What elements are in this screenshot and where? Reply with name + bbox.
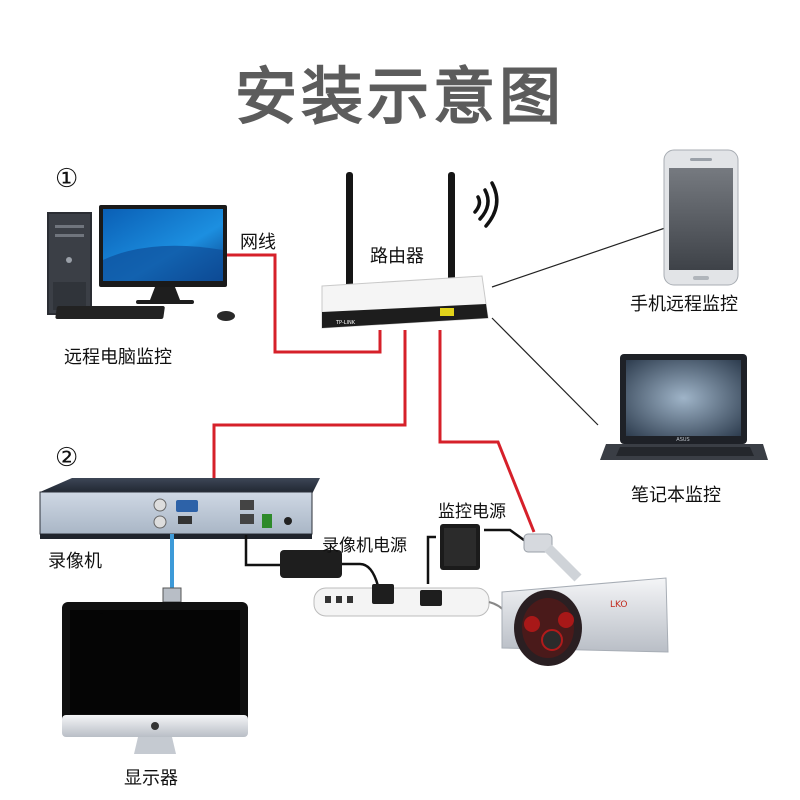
dvr-icon: [39, 478, 320, 539]
camera-power-supply-icon: [426, 524, 536, 584]
power-strip-icon: [313, 584, 506, 617]
vga-cable: [162, 534, 182, 603]
line-router-laptop: [491, 317, 599, 426]
line-router-phone: [491, 226, 669, 288]
laptop-brand: ASUS: [676, 437, 689, 443]
marker-one: ①: [55, 164, 79, 194]
laptop-icon: ASUS: [600, 354, 768, 460]
camera-brand: LKO: [610, 600, 628, 610]
cable-router-dvr: [212, 330, 407, 478]
label-dvr-power: 录像机电源: [322, 536, 407, 556]
label-remote-pc: 远程电脑监控: [64, 347, 172, 368]
label-phone: 手机远程监控: [630, 294, 738, 315]
router-icon: TP-LINK: [321, 172, 489, 329]
wifi-icon: [473, 181, 499, 228]
wireless-lines: [491, 226, 669, 426]
label-laptop: 笔记本监控: [631, 485, 721, 506]
cable-pc-router: [226, 253, 382, 354]
diagram-title: 安装示意图: [234, 60, 565, 133]
label-monitor: 显示器: [124, 768, 178, 789]
label-camera-power: 监控电源: [438, 502, 506, 522]
network-cables: [212, 253, 536, 533]
marker-two: ②: [55, 443, 79, 473]
label-dvr: 录像机: [48, 551, 102, 572]
monitor-brand: lenovo: [100, 613, 104, 615]
cable-router-camera: [438, 330, 536, 533]
label-router: 路由器: [370, 246, 424, 267]
dvr-power-adapter-icon: [244, 535, 380, 587]
phone-icon: [663, 149, 739, 286]
label-network-cable: 网线: [240, 232, 276, 253]
router-brand: TP-LINK: [335, 320, 356, 326]
desktop-tower-icon: [47, 212, 92, 315]
display-monitor-icon: lenovo: [62, 602, 248, 754]
desktop-monitor-icon: [55, 205, 235, 321]
camera-icon: LKO: [501, 533, 669, 666]
